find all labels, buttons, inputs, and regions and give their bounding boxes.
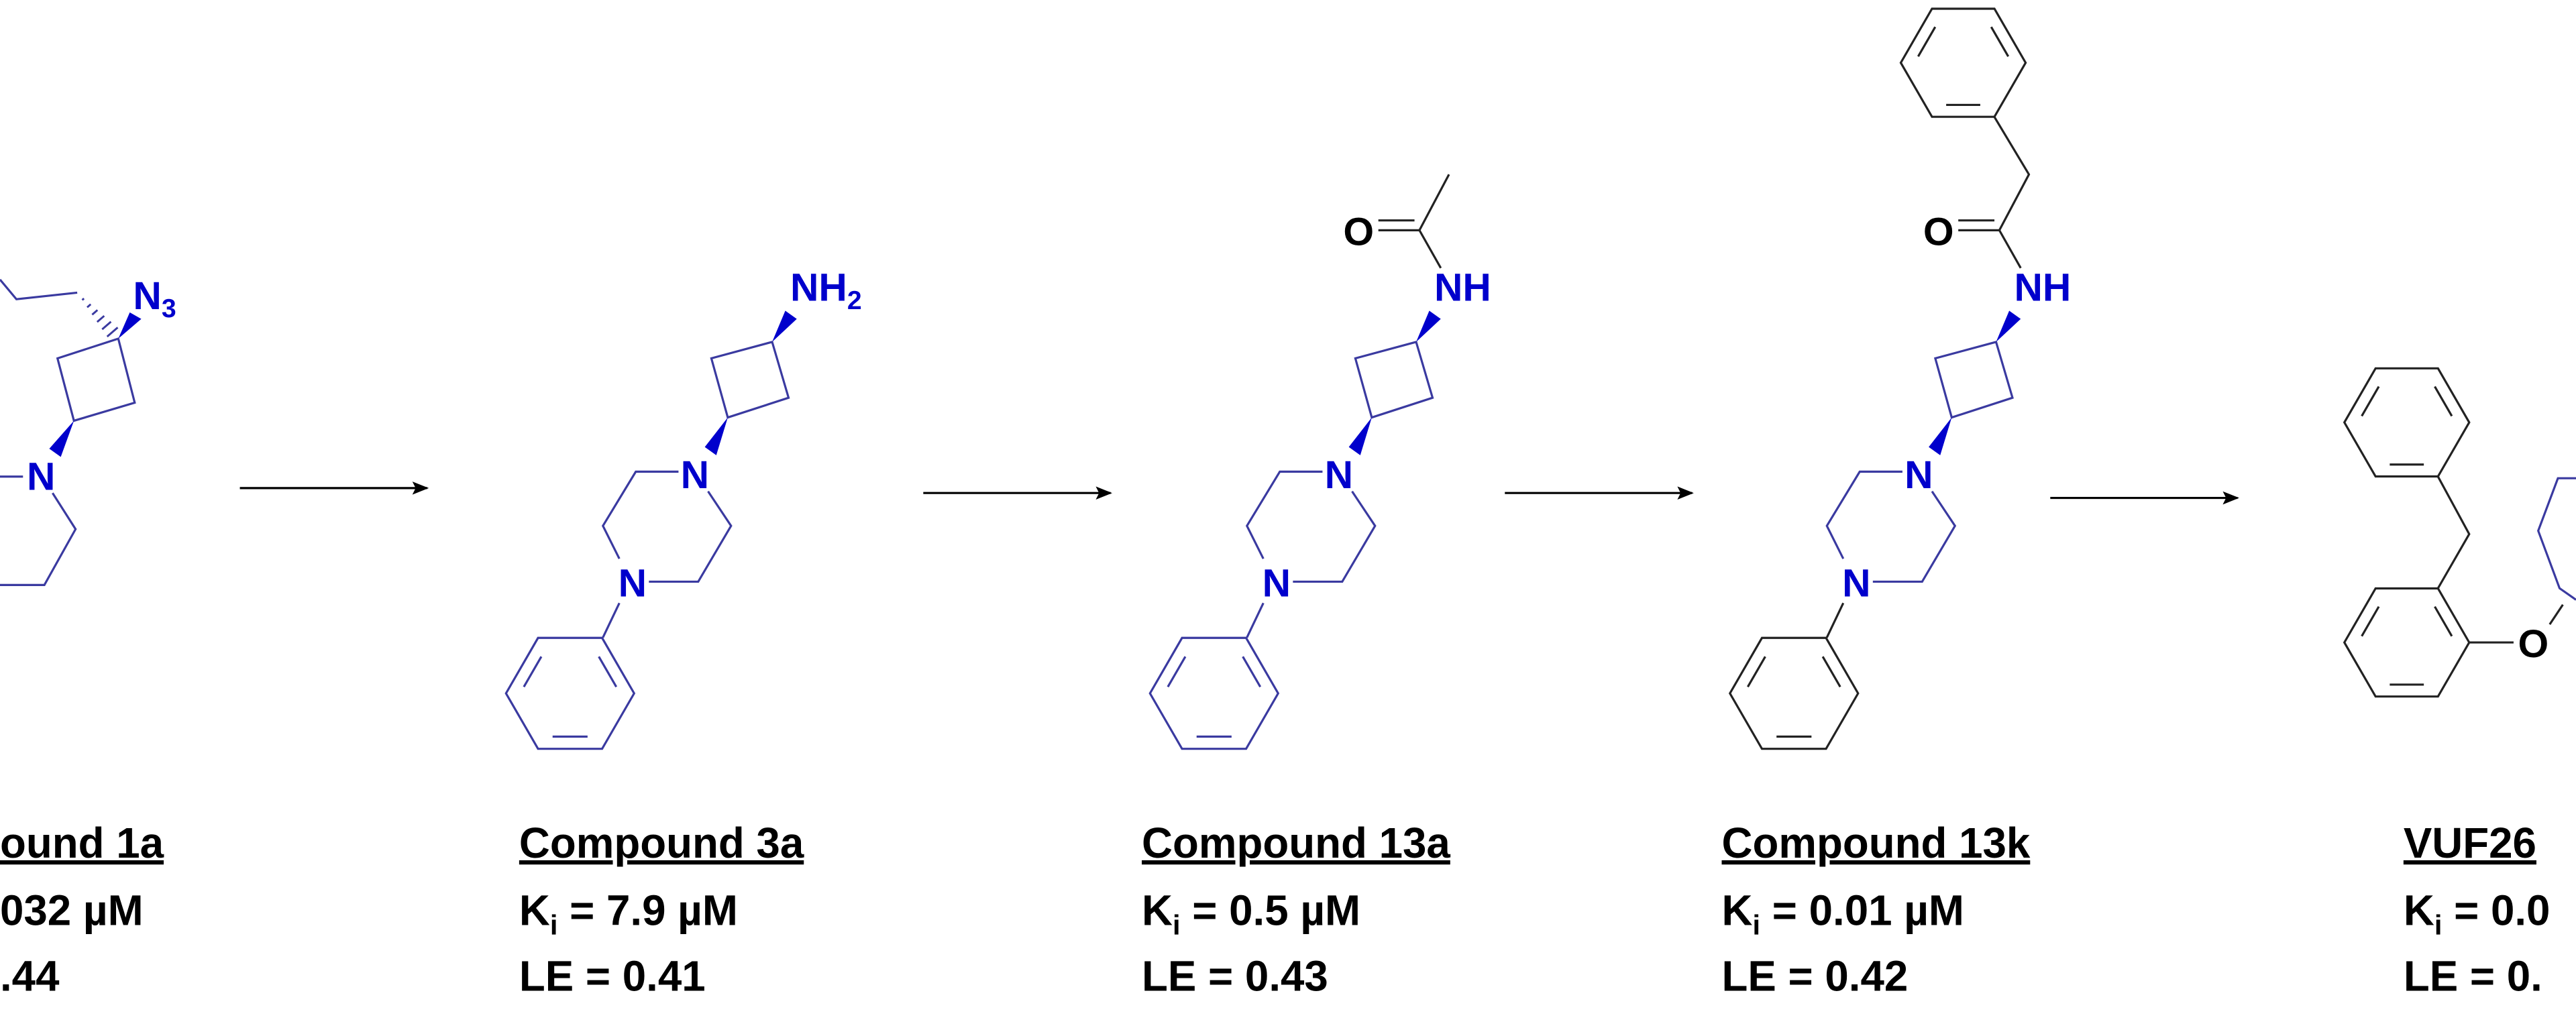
n2-label: N <box>1263 562 1291 606</box>
ki-value: 032 µM <box>0 886 144 934</box>
compound-name: Compound 13k <box>1722 819 2031 867</box>
ki-value: Ki = 0.01 µM <box>1722 886 1964 941</box>
n1-label: N <box>681 453 709 497</box>
azide-label: N3 <box>133 274 176 323</box>
structure-compound-13a: O NH N N <box>1148 174 1491 750</box>
phenyl-ring <box>1148 636 1280 750</box>
oxygen-label: O <box>2518 622 2548 666</box>
label-compound-13a: Compound 13a Ki = 0.5 µM LE = 0.43 <box>1142 819 1450 1000</box>
cyclobutyl-piperazine-core <box>1728 310 2021 750</box>
le-value: .44 <box>0 952 60 1000</box>
n1-label: N <box>1325 453 1353 497</box>
phenyl-ring <box>504 636 636 750</box>
n2-label: N <box>619 562 647 606</box>
le-value: LE = 0.41 <box>519 952 706 1000</box>
le-value: LE = 0.42 <box>1722 952 1909 1000</box>
ki-value: Ki = 7.9 µM <box>519 886 738 941</box>
phenyl-ring <box>2343 587 2471 698</box>
compound-name: ound 1a <box>0 819 164 867</box>
structure-compound-13k: O NH N N <box>1728 7 2071 750</box>
amide-nh-label: NH <box>2014 266 2071 310</box>
oxygen-label: O <box>1343 210 1374 253</box>
n1-label: N <box>1904 453 1933 497</box>
amide-nh-label: NH <box>1434 266 1491 310</box>
label-vuf: VUF26 Ki = 0.0 LE = 0. <box>2404 819 2551 1000</box>
phenyl-ring <box>2343 367 2471 478</box>
label-compound-3a: Compound 3a Ki = 7.9 µM LE = 0.41 <box>519 819 804 1000</box>
phenyl-ring <box>1728 636 1860 750</box>
compound-name: Compound 3a <box>519 819 804 867</box>
le-value: LE = 0. <box>2404 952 2542 1000</box>
structure-compound-1a: N3 N <box>0 274 176 586</box>
phenyl-ring <box>1899 7 2027 118</box>
le-value: LE = 0.43 <box>1142 952 1328 1000</box>
n-label: N <box>27 455 55 498</box>
structure-compound-3a: NH2 N N <box>504 266 862 750</box>
ki-value: Ki = 0.0 <box>2404 886 2551 941</box>
n2-label: N <box>1842 562 1870 606</box>
cyclobutyl-piperazine-core <box>504 310 797 750</box>
ki-value: Ki = 0.5 µM <box>1142 886 1360 941</box>
oxygen-label: O <box>1923 210 1954 253</box>
amine-label: NH2 <box>790 266 862 315</box>
compound-name: VUF26 <box>2404 819 2536 867</box>
cyclobutyl-piperazine-core <box>1148 310 1441 750</box>
label-compound-1a: ound 1a 032 µM .44 <box>0 819 164 1000</box>
compound-name: Compound 13a <box>1142 819 1450 867</box>
label-compound-13k: Compound 13k Ki = 0.01 µM LE = 0.42 <box>1722 819 2031 1000</box>
structure-vuf: O <box>2343 367 2576 698</box>
